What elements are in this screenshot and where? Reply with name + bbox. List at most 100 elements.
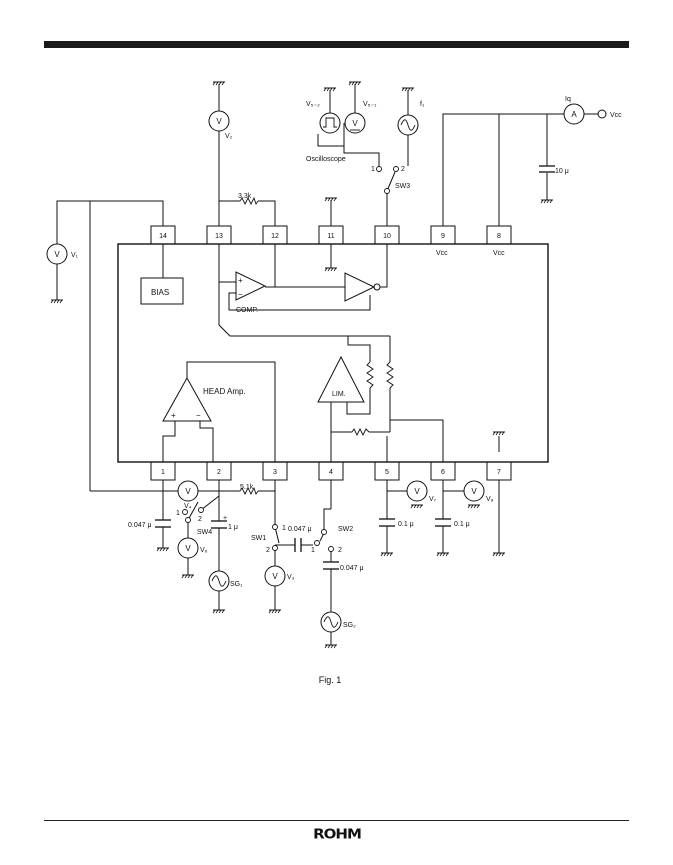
head-amp-triangle bbox=[162, 376, 212, 422]
switch-sw4 bbox=[182, 507, 204, 523]
pin-4-label: 4 bbox=[329, 469, 333, 476]
voltmeter-symbol: V bbox=[185, 487, 191, 496]
capacitor-10u bbox=[539, 165, 555, 173]
pin-11-label: 11 bbox=[327, 233, 334, 240]
lim-label: LIM. bbox=[332, 391, 346, 398]
switch-sw2 bbox=[314, 529, 334, 552]
resistor-5k1 bbox=[239, 486, 259, 496]
comparator-triangle bbox=[235, 271, 267, 301]
voltmeter-symbol: V bbox=[414, 487, 420, 496]
voltmeter-v2 bbox=[208, 110, 230, 132]
oscilloscope-label: Oscilloscope bbox=[306, 156, 346, 163]
comp-minus-sign: − bbox=[238, 290, 243, 299]
capacitor-10u-label: 10 μ bbox=[555, 168, 569, 175]
capacitor-pin1 bbox=[155, 519, 171, 528]
voltmeter-symbol: V bbox=[272, 572, 278, 581]
voltmeter-v8 bbox=[463, 480, 485, 502]
v8-label: V₈ bbox=[486, 496, 494, 503]
ic-body bbox=[117, 243, 549, 463]
pin-13-label: 13 bbox=[215, 233, 223, 240]
meter-symbols: V V V A V V V V V bbox=[54, 110, 577, 581]
sw4-pos-2: 2 bbox=[198, 516, 202, 523]
vcc-terminal bbox=[597, 109, 607, 119]
capacitor-pin5-label: 0.1 μ bbox=[398, 521, 414, 528]
vcc-terminal-label: Vcc bbox=[610, 112, 622, 119]
rohm-logo: ROHM bbox=[313, 825, 362, 843]
voltmeter-v7 bbox=[406, 480, 428, 502]
pin-10-label: 10 bbox=[383, 233, 391, 240]
pin9-vcc-label: Vcc bbox=[436, 250, 448, 257]
sw4-pos-1: 1 bbox=[176, 510, 180, 517]
sw3-pos-2: 2 bbox=[401, 166, 405, 173]
ammeter-symbol: A bbox=[571, 110, 577, 119]
pin-8-label: 8 bbox=[497, 233, 501, 240]
head-amp-plus-sign: + bbox=[171, 411, 176, 420]
pin-9-label: 9 bbox=[441, 233, 445, 240]
voltmeter-symbol: V bbox=[216, 117, 222, 126]
v5-1-label: V₅₋₁ bbox=[363, 101, 377, 108]
ammeter-iq bbox=[563, 103, 585, 125]
v4-label: V₄ bbox=[184, 503, 192, 510]
pin-7-label: 7 bbox=[497, 469, 501, 476]
resistor-5k1-label: 5.1k bbox=[240, 484, 254, 491]
voltmeter-v1 bbox=[46, 243, 68, 265]
sw1-label: SW1 bbox=[251, 535, 266, 542]
capacitor-sg2 bbox=[323, 561, 339, 570]
switch-sw1 bbox=[272, 524, 278, 551]
sw4-label: SW4 bbox=[197, 529, 212, 536]
sw3-label: SW3 bbox=[395, 183, 410, 190]
pulse-generator-v5-2 bbox=[319, 112, 341, 134]
capacitor-pin2-label: 1 μ bbox=[228, 524, 238, 531]
sw3-pos-1: 1 bbox=[371, 166, 375, 173]
v2-label: V₂ bbox=[225, 133, 233, 140]
pin-2-label: 2 bbox=[217, 469, 221, 476]
figure-caption: Fig. 1 bbox=[318, 675, 342, 685]
v1-label: V₁ bbox=[71, 252, 79, 259]
sg1-label: SG₁ bbox=[230, 581, 243, 588]
v3-label: V₃ bbox=[287, 574, 295, 581]
head-amp-label: HEAD Amp. bbox=[203, 387, 246, 396]
iq-label: Iq bbox=[565, 96, 571, 103]
pin-12-label: 12 bbox=[271, 233, 279, 240]
sw1-pos-1: 1 bbox=[282, 525, 286, 532]
pin-3-label: 3 bbox=[273, 469, 277, 476]
sg2-label: SG₂ bbox=[343, 622, 356, 629]
capacitor-pin2 bbox=[211, 520, 227, 529]
capacitor-sg2-label: 0.047 μ bbox=[340, 565, 364, 572]
bias-block bbox=[140, 277, 184, 305]
footer-rule bbox=[44, 820, 629, 821]
comp-label: COMP. bbox=[236, 307, 258, 314]
internal-resistors bbox=[351, 361, 394, 437]
voltmeter-v6 bbox=[177, 537, 199, 559]
sw2-pos-2: 2 bbox=[338, 547, 342, 554]
resistor-3k3-label: 3.3k bbox=[238, 193, 252, 200]
capacitor-pin2-plus: + bbox=[223, 515, 227, 522]
pin-14-label: 14 bbox=[159, 233, 167, 240]
capacitor-pin6 bbox=[435, 518, 451, 527]
pin-5-label: 5 bbox=[385, 469, 389, 476]
capacitor-pin1-label: 0.047 μ bbox=[128, 522, 152, 529]
voltmeter-v4 bbox=[177, 480, 199, 502]
head-amp-minus-sign: − bbox=[196, 411, 201, 420]
sw2-label: SW2 bbox=[338, 526, 353, 533]
capacitor-pin6-label: 0.1 μ bbox=[454, 521, 470, 528]
voltmeter-symbol: V bbox=[185, 544, 191, 553]
f1-label: f₁ bbox=[420, 101, 425, 108]
v7-label: V₇ bbox=[429, 496, 437, 503]
voltmeter-symbol: V bbox=[471, 487, 477, 496]
capacitor-pin4-series-label: 0.047 μ bbox=[288, 526, 312, 533]
pin8-vcc-label: Vcc bbox=[493, 250, 505, 257]
pin-6-label: 6 bbox=[441, 469, 445, 476]
switch-sw3 bbox=[376, 166, 399, 194]
bias-label: BIAS bbox=[151, 288, 169, 297]
voltmeter-v5-1 bbox=[344, 112, 366, 134]
comp-plus-sign: + bbox=[238, 276, 243, 285]
capacitor-pin4-series bbox=[294, 538, 302, 552]
v6-label: V₆ bbox=[200, 547, 208, 554]
voltmeter-v3 bbox=[264, 565, 286, 587]
resistor-3k3 bbox=[239, 196, 259, 206]
sw2-pos-1: 1 bbox=[311, 547, 315, 554]
capacitor-pin5 bbox=[379, 518, 395, 527]
sw1-pos-2: 2 bbox=[266, 547, 270, 554]
